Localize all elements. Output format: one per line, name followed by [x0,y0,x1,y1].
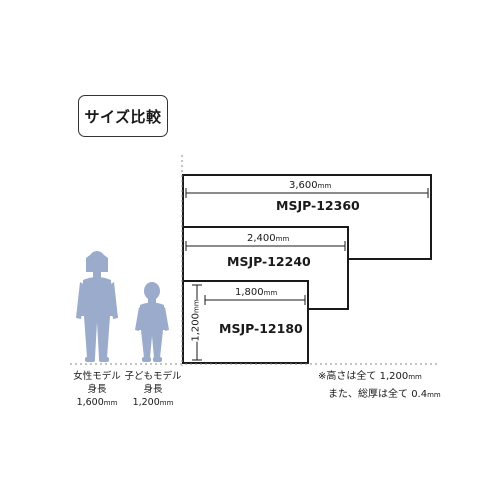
woman-caption-height: 1,600mm [76,397,118,408]
page-title: サイズ比較 [78,95,168,137]
child-caption-line1: 子どもモデル [124,371,182,382]
dim-label-1800: 1,800mm [233,287,280,298]
title-text: サイズ比較 [84,107,162,126]
woman-caption-line2: 身長 [87,384,107,395]
model-label-12360: MSJP-12360 [276,198,360,213]
dim-label-3600: 3,600mm [287,180,334,191]
woman-figure-icon [76,251,118,362]
child-caption-line2: 身長 [143,384,163,395]
child-figure-icon [135,282,169,362]
note-line1: ※高さは全て 1,200mm [318,371,422,382]
model-label-12180: MSJP-12180 [219,321,303,336]
dim-label-1200: 1,200mm [190,299,202,342]
note-line2: また、総厚は全て 0.4mm [328,389,441,400]
woman-caption-line1: 女性モデル [73,371,121,382]
dim-label-2400: 2,400mm [245,233,292,244]
woman-caption: 女性モデル 身長 1,600mm [64,370,130,410]
child-caption: 子どもモデル 身長 1,200mm [120,370,186,410]
note-block: ※高さは全て 1,200mm また、総厚は全て 0.4mm [318,368,441,404]
model-label-12240: MSJP-12240 [227,254,311,269]
child-caption-height: 1,200mm [132,397,174,408]
